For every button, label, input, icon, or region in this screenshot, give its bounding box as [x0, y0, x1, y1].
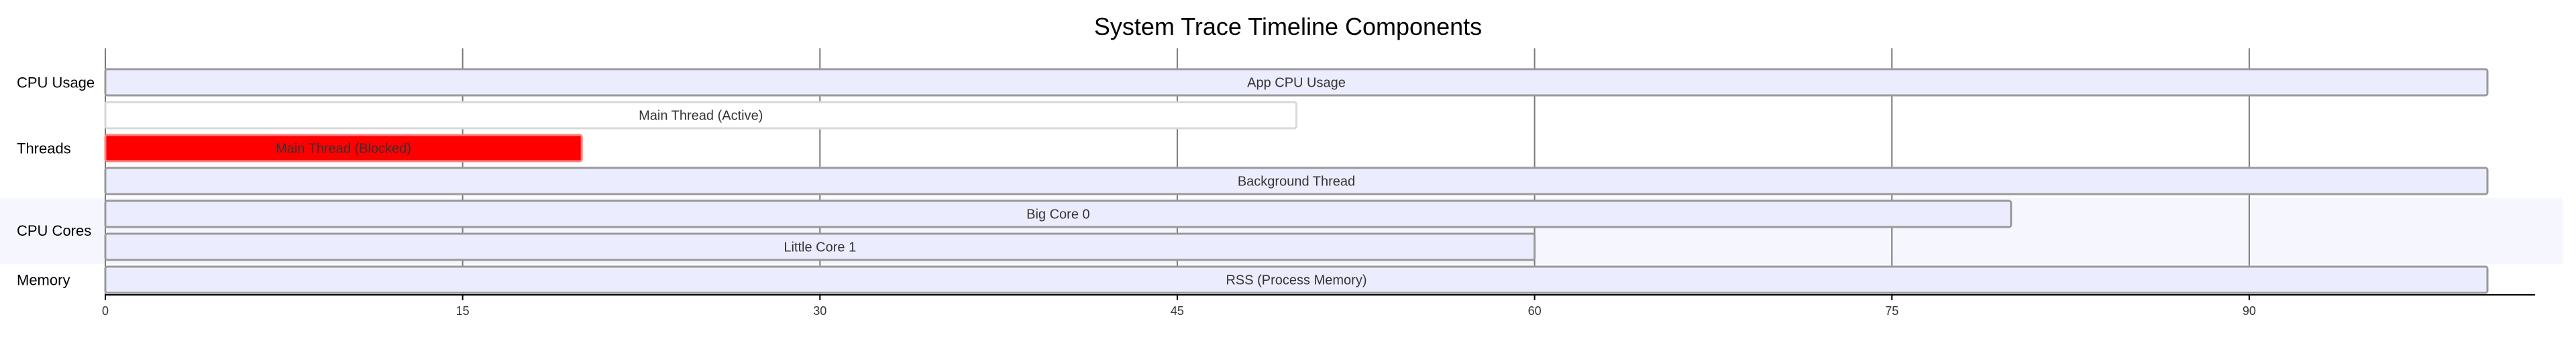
x-tick-label: 75 — [1885, 304, 1898, 318]
task-label: Main Thread (Blocked) — [276, 142, 411, 156]
x-tick-label: 90 — [2243, 304, 2256, 318]
task-bar — [104, 199, 2012, 228]
task-bar — [104, 232, 1536, 261]
x-tick-label: 30 — [813, 304, 826, 318]
x-tick-label: 0 — [102, 304, 109, 318]
task-label: Little Core 1 — [784, 240, 856, 255]
x-tick-label: 45 — [1171, 304, 1184, 318]
x-axis: 0 15 30 45 60 75 90 — [102, 294, 2535, 318]
section-label: Threads — [17, 140, 71, 157]
task-label: RSS (Process Memory) — [1226, 273, 1366, 288]
task-bar — [104, 265, 2489, 294]
section-label: Memory — [17, 272, 70, 289]
task-bar — [104, 68, 2489, 97]
x-tick-label: 60 — [1528, 304, 1542, 318]
chart-title: System Trace Timeline Components — [1094, 13, 1482, 40]
x-tick-label: 15 — [456, 304, 470, 318]
task-label: Main Thread (Active) — [639, 109, 763, 124]
task-bar — [104, 134, 583, 163]
task-label: Big Core 0 — [1026, 208, 1090, 222]
section-label: CPU Cores — [17, 222, 91, 239]
task-label: Background Thread — [1238, 175, 1355, 189]
section-label: CPU Usage — [17, 75, 95, 91]
task-bar — [104, 101, 1297, 130]
task-label: App CPU Usage — [1247, 76, 1346, 91]
task-bar — [104, 167, 2489, 195]
